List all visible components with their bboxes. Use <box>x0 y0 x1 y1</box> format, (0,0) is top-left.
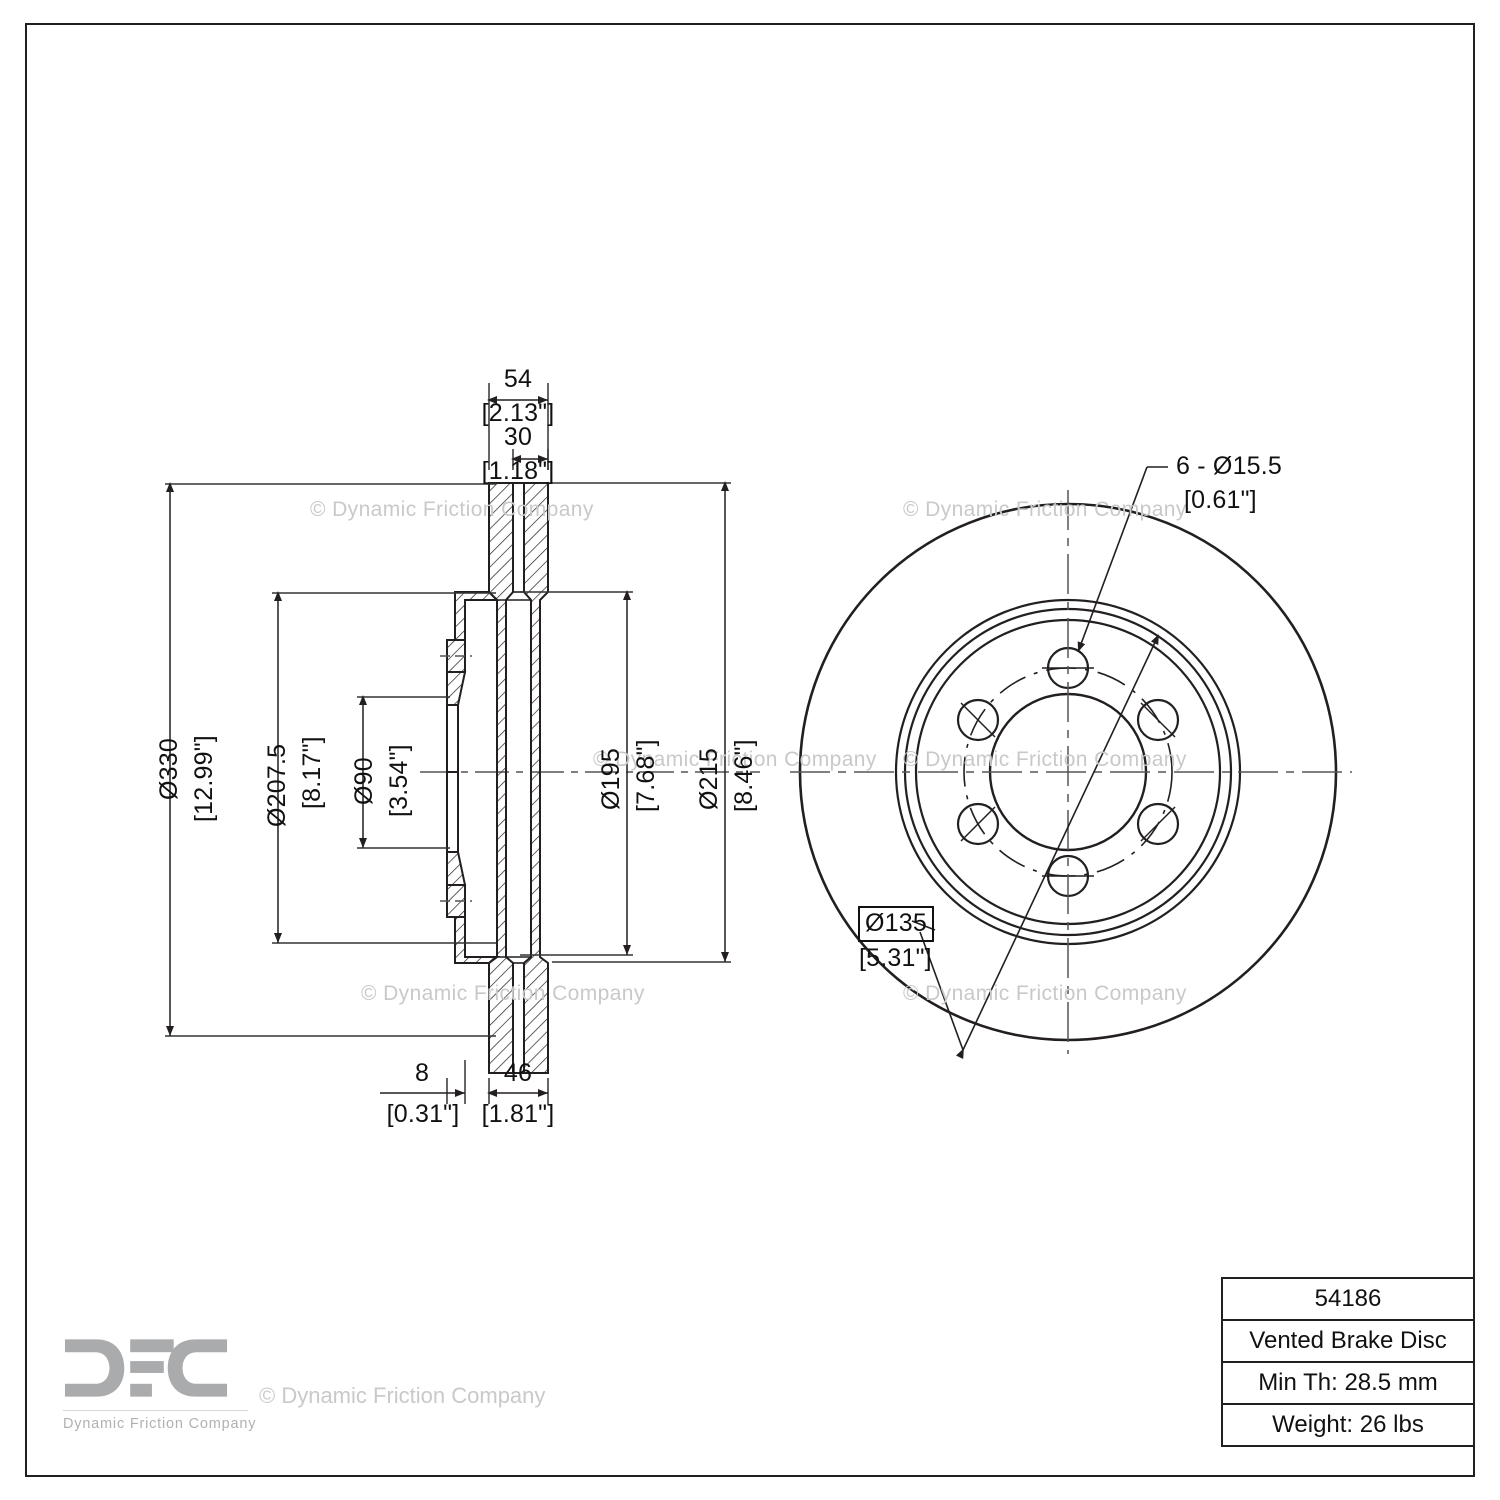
section-view-geometry <box>420 482 760 1074</box>
dim-dia-195-inch: [7.68"] <box>632 739 660 812</box>
hub-chamfer-upper <box>446 671 467 706</box>
watermark: © Dynamic Friction Company <box>593 748 877 771</box>
callout-bolt-circle-inch: [5.31"] <box>859 944 932 972</box>
title-block-description: Vented Brake Disc <box>1223 1321 1473 1363</box>
dfc-logo-tagline: Dynamic Friction Company <box>63 1410 255 1432</box>
sheet-border <box>25 23 1475 1477</box>
dim-dia-330-inch: [12.99"] <box>190 735 218 822</box>
callout-bolt-holes-value: 6 - Ø15.5 <box>1176 452 1283 480</box>
dim-dia-215-inch: [8.46"] <box>730 739 758 812</box>
dim-width-8-inch: [0.31"] <box>386 1100 460 1128</box>
dim-dia-90-inch: [3.54"] <box>385 744 413 817</box>
dfc-logo-mark <box>64 1339 228 1397</box>
callout-bolt-circle-value: Ø135 <box>858 906 934 942</box>
dim-width-46-value: 46 <box>503 1059 533 1087</box>
callout-bolt-holes-inch: [0.61"] <box>1184 486 1257 514</box>
hub-chamfer-lower <box>446 851 467 886</box>
watermark: © Dynamic Friction Company <box>361 982 645 1005</box>
hub-flange-lower <box>454 916 500 964</box>
title-block-weight: Weight: 26 lbs <box>1223 1405 1473 1447</box>
watermark: © Dynamic Friction Company <box>903 982 1187 1005</box>
footer-copyright: © Dynamic Friction Company <box>259 1383 546 1408</box>
watermark: © Dynamic Friction Company <box>310 498 594 521</box>
dfc-logo: Dynamic Friction Company <box>63 1337 255 1432</box>
dim-width-30-inch: [1.18"] <box>481 457 555 485</box>
dim-dia-2075-inch: [8.17"] <box>298 736 326 809</box>
dim-dia-90-value: Ø90 <box>350 757 378 805</box>
title-block-min-thickness: Min Th: 28.5 mm <box>1223 1363 1473 1405</box>
dim-dia-215-value: Ø215 <box>695 748 723 810</box>
dim-dia-195-value: Ø195 <box>597 748 625 810</box>
section-dimension-lines <box>165 383 731 1104</box>
title-block: 54186 Vented Brake Disc Min Th: 28.5 mm … <box>1221 1277 1475 1447</box>
watermark: © Dynamic Friction Company <box>903 498 1187 521</box>
dim-dia-2075-value: Ø207.5 <box>263 743 291 827</box>
hub-wall-lower <box>446 771 459 853</box>
dim-width-46-inch: [1.81"] <box>481 1100 555 1128</box>
hub-wall-upper <box>446 704 459 773</box>
dim-width-54-inch: [2.13"] <box>481 399 555 427</box>
front-view-leaders <box>911 466 1168 1059</box>
dim-width-54-value: 54 <box>503 365 533 393</box>
dim-dia-330-value: Ø330 <box>155 738 183 800</box>
title-block-part-number: 54186 <box>1223 1279 1473 1321</box>
dim-width-8-value: 8 <box>414 1059 430 1087</box>
watermark: © Dynamic Friction Company <box>903 748 1187 771</box>
dim-width-30-value: 30 <box>503 423 533 451</box>
